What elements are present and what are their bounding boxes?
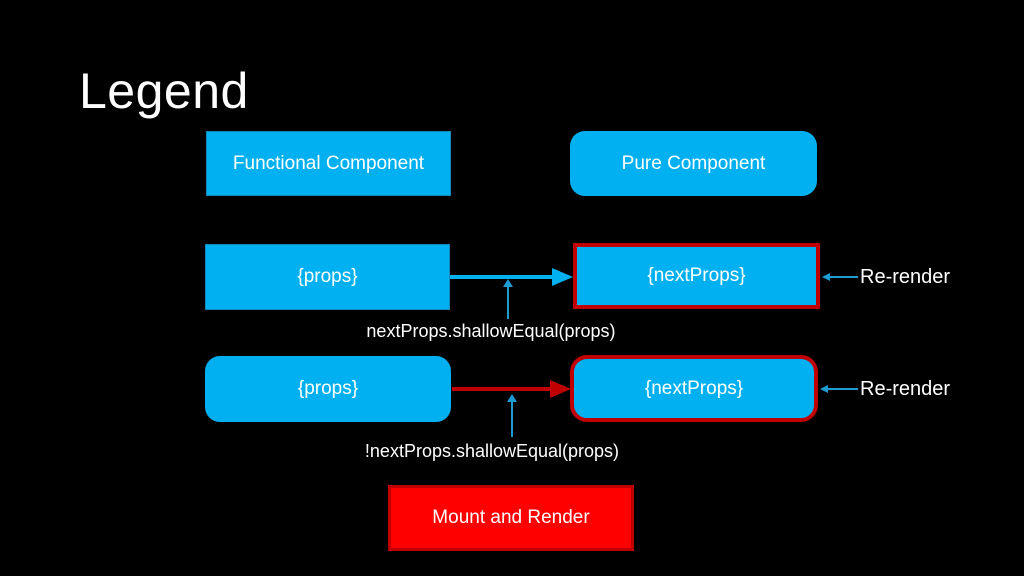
- not-equal-condition-pointer-head-icon: [507, 394, 517, 402]
- equal-condition-label: nextProps.shallowEqual(props): [366, 321, 616, 341]
- functional-component-label: Functional Component: [232, 152, 425, 174]
- mount-and-render-box: Mount and Render: [388, 485, 634, 551]
- next-props-label-not-equal-flow: {nextProps}: [644, 377, 744, 399]
- equal-condition-pointer-line: [507, 286, 509, 319]
- re-render-pointer-head-not-equal-icon: [820, 385, 828, 393]
- props-box-equal-flow: {props}: [205, 244, 450, 310]
- next-props-label-equal-flow: {nextProps}: [647, 265, 746, 286]
- functional-component-box: Functional Component: [206, 131, 451, 196]
- props-label-equal-flow: {props}: [297, 266, 358, 287]
- props-label-not-equal-flow: {props}: [297, 378, 359, 399]
- not-equal-flow-arrow-line: [452, 387, 552, 391]
- re-render-pointer-line-equal: [829, 276, 858, 278]
- not-equal-condition-label: !nextProps.shallowEqual(props): [364, 441, 620, 461]
- next-props-box-equal-flow: {nextProps}: [573, 243, 820, 309]
- not-equal-flow-arrow-head-icon: [550, 380, 571, 398]
- slide-title: Legend: [79, 63, 249, 119]
- re-render-label-equal: Re-render: [860, 266, 951, 288]
- equal-flow-arrow-head-icon: [552, 268, 573, 286]
- next-props-box-not-equal-flow: {nextProps}: [570, 355, 818, 422]
- re-render-pointer-line-not-equal: [827, 388, 858, 390]
- pure-component-box: Pure Component: [570, 131, 817, 196]
- mount-and-render-label: Mount and Render: [432, 507, 590, 528]
- equal-flow-arrow-line: [450, 275, 554, 279]
- equal-condition-pointer-head-icon: [503, 279, 513, 287]
- not-equal-condition-pointer-line: [511, 401, 513, 437]
- re-render-pointer-head-equal-icon: [822, 273, 830, 281]
- props-box-not-equal-flow: {props}: [205, 356, 451, 422]
- pure-component-label: Pure Component: [621, 152, 766, 174]
- re-render-label-not-equal: Re-render: [860, 378, 951, 400]
